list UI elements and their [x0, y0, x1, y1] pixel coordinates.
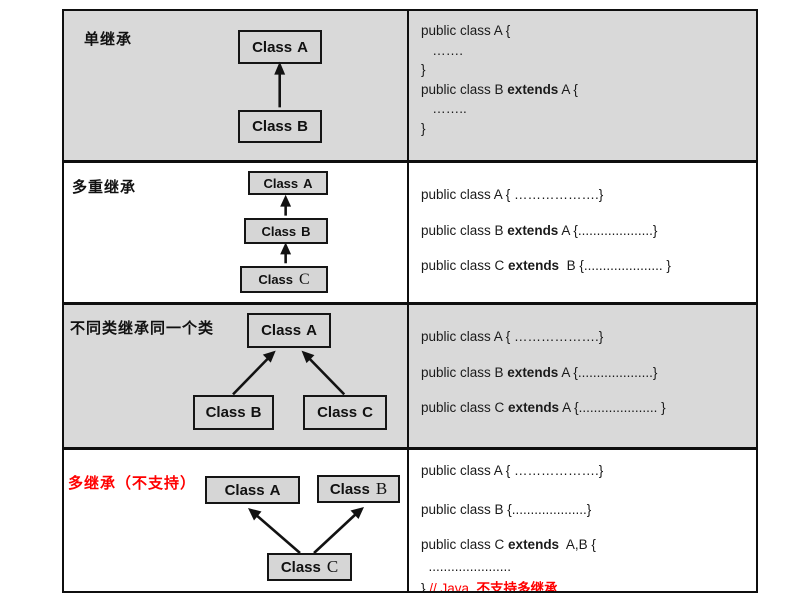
code-line: public class C extends A {..............…: [421, 400, 666, 415]
code-line: ......................: [421, 559, 512, 574]
code-line: public class A { ……………….}: [421, 463, 604, 478]
row-hierarchical-inheritance-code-cell: public class A { ……………….} public class B…: [409, 305, 756, 450]
class-box-letter: B: [301, 223, 311, 239]
row-multilevel-inheritance-code-cell: public class A { ……………….} public class B…: [409, 163, 756, 305]
class-box-letter: C: [299, 270, 310, 288]
code-line: public class C extends B {..............…: [421, 258, 671, 273]
code-line: ……..: [421, 101, 467, 116]
code-block: public class A { ……………….} public class B…: [409, 163, 756, 302]
row-title-not-supported: 多继承（不支持）: [68, 475, 197, 492]
row-title: 不同类继承同一个类: [70, 320, 215, 337]
extends-keyword: extends: [508, 400, 560, 415]
code-line: }: [421, 120, 426, 136]
extends-keyword: extends: [507, 364, 559, 380]
class-box-label: Class: [258, 272, 294, 287]
not-supported-text: 不支持多继承: [476, 581, 558, 591]
code-block: public class A { ……. } public class B ex…: [409, 11, 756, 160]
class-box-letter: B: [375, 479, 388, 498]
code-line: …….: [421, 42, 464, 58]
row-multiple-inheritance-code-cell: public class A { ……………….} public class B…: [409, 450, 756, 591]
code-line: }: [421, 62, 426, 77]
code-line: public class A {: [421, 23, 511, 38]
class-box-letter: A: [306, 322, 317, 339]
class-b-box: Class B: [317, 475, 400, 503]
code-line: public class A { ……………….}: [421, 187, 604, 202]
class-box-letter: A: [303, 175, 313, 191]
class-c-box: Class C: [240, 266, 328, 293]
class-c-box: Class C: [267, 553, 352, 581]
code-block: public class A { ……………….} public class B…: [409, 305, 756, 447]
class-box-letter: A: [297, 38, 308, 56]
row-title: 多重继承: [72, 179, 137, 196]
code-line: public class B extends A {..............…: [421, 222, 658, 238]
code-line: public class C extends A,B {: [421, 537, 596, 552]
java-comment: // Java: [429, 581, 477, 591]
code-line: public class B extends A {..............…: [421, 364, 658, 380]
class-box-label: Class: [261, 322, 302, 339]
class-box-label: Class: [205, 404, 246, 421]
class-box-label: Class: [329, 480, 370, 498]
extends-keyword: extends: [507, 81, 559, 97]
class-box-label: Class: [280, 558, 321, 576]
code-line-java-comment: } // Java 不支持多继承: [421, 578, 756, 591]
row-single-inheritance-code-cell: public class A { ……. } public class B ex…: [409, 11, 756, 163]
extends-keyword: extends: [508, 537, 560, 552]
class-box-label: Class: [252, 118, 293, 135]
class-box-letter: C: [362, 404, 373, 421]
class-box-letter: A: [269, 481, 281, 499]
class-box-label: Class: [263, 175, 299, 191]
class-box-label: Class: [261, 223, 297, 239]
class-box-letter: B: [297, 118, 308, 135]
code-line: public class B extends A {: [421, 81, 578, 97]
extends-keyword: extends: [507, 222, 559, 238]
code-block: public class A { ……………….} public class B…: [409, 450, 756, 591]
class-box-label: Class: [317, 404, 358, 421]
class-box-label: Class: [252, 38, 293, 56]
class-box-label: Class: [224, 481, 265, 499]
class-box-letter: B: [250, 404, 262, 421]
code-line: public class A { ……………….}: [421, 329, 604, 344]
row-title: 单继承: [84, 31, 133, 48]
extends-keyword: extends: [508, 258, 560, 273]
code-line: public class B {....................}: [421, 502, 592, 517]
class-box-letter: C: [326, 557, 339, 576]
